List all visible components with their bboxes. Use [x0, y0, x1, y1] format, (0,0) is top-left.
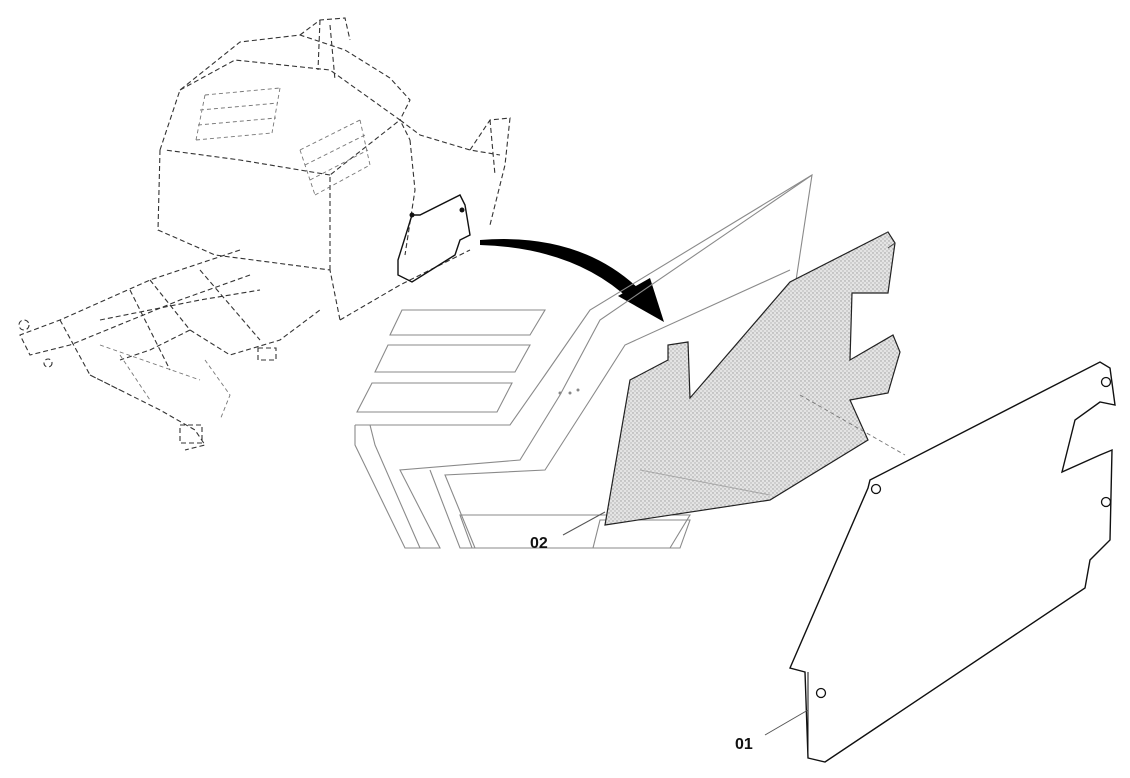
assembly-guide-line: [799, 394, 906, 456]
callout-label-02: 02: [530, 535, 548, 552]
machine-overview: [18, 17, 511, 451]
callout-02: 02: [530, 511, 606, 552]
callout-label-01: 01: [735, 736, 753, 753]
insulation-pad-icon: [604, 231, 901, 526]
curved-arrow-icon: [480, 239, 664, 322]
callout-01: 01: [735, 709, 809, 753]
cover-plate-icon: [789, 361, 1116, 763]
